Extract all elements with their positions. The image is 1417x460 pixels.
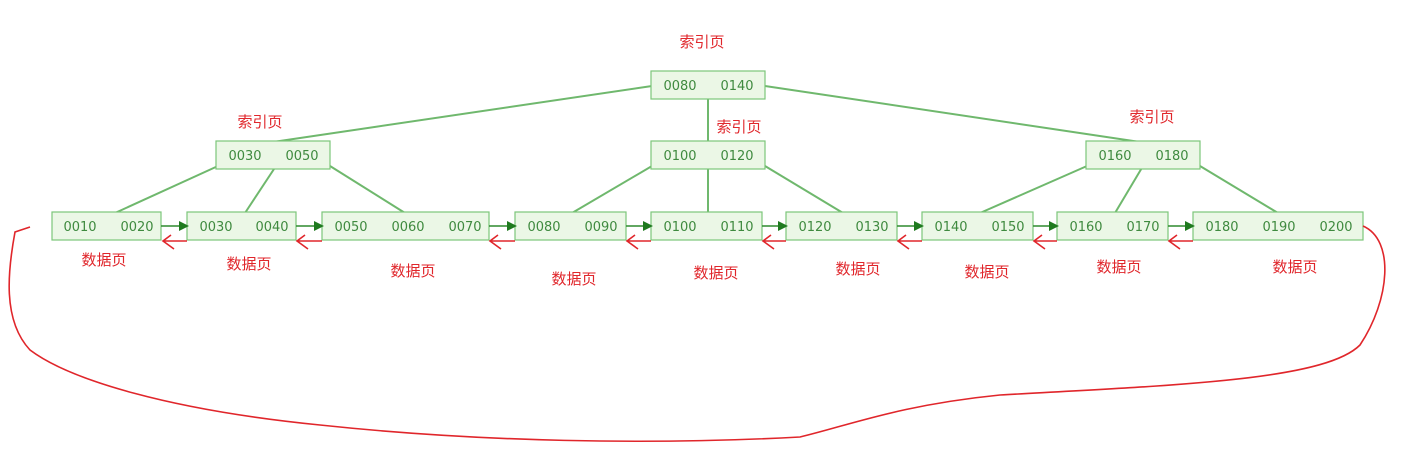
data-page-box — [1192, 211, 1364, 241]
labels: 索引页 索引页 索引页 索引页 数据页 数据页 数据页 数据页 数据页 数据页 … — [81, 33, 1317, 288]
prev-pointer-arrow — [295, 234, 322, 250]
node-key: 0160 — [1098, 149, 1131, 164]
edge-index-right-to-data-7 — [979, 165, 1088, 214]
index-node-box — [650, 140, 766, 170]
data-page-label: 数据页 — [226, 255, 271, 273]
data-key: 0160 — [1069, 220, 1102, 235]
node-key: 0100 — [663, 149, 696, 164]
data-page-label: 数据页 — [964, 263, 1009, 281]
data-page-9: 0180 0190 0200 — [1192, 211, 1364, 241]
data-page-1: 0010 0020 — [51, 211, 162, 241]
node-key: 0120 — [720, 149, 753, 164]
edge-index-left-to-data-2 — [244, 165, 277, 214]
index-node-box — [215, 140, 331, 170]
prev-pointer-arrow — [488, 234, 515, 250]
prev-pointer-arrow — [761, 234, 786, 250]
data-page-3: 0050 0060 0070 — [321, 211, 490, 241]
data-page-box — [785, 211, 898, 241]
edge-index-left-to-data-3 — [329, 165, 406, 214]
data-key: 0030 — [199, 220, 232, 235]
node-key: 0180 — [1155, 149, 1188, 164]
data-key: 0070 — [448, 220, 481, 235]
tree-edges — [114, 85, 1279, 214]
data-key: 0140 — [934, 220, 967, 235]
index-node-box — [1085, 140, 1201, 170]
edge-index-right-to-data-9 — [1199, 165, 1279, 214]
root-node-box — [650, 70, 766, 100]
prev-pointer-arrow — [161, 234, 187, 250]
data-key: 0170 — [1126, 220, 1159, 235]
root-index-label: 索引页 — [679, 33, 724, 51]
edge-index-middle-to-data-6 — [764, 165, 844, 214]
edge-index-middle-to-data-4 — [571, 165, 653, 214]
data-page-label: 数据页 — [1272, 258, 1317, 276]
data-page-label: 数据页 — [693, 264, 738, 282]
data-page-label: 数据页 — [1096, 258, 1141, 276]
data-page-box — [921, 211, 1034, 241]
data-page-label: 数据页 — [390, 262, 435, 280]
prev-pointer-arrow — [1167, 234, 1193, 250]
index-left-label: 索引页 — [237, 113, 282, 131]
data-key: 0130 — [855, 220, 888, 235]
prev-pointer-arrow — [896, 234, 922, 250]
data-key: 0060 — [391, 220, 424, 235]
data-key: 0010 — [63, 220, 96, 235]
data-page-box — [186, 211, 297, 241]
edge-index-left-to-data-1 — [114, 165, 219, 214]
data-key: 0110 — [720, 220, 753, 235]
data-key: 0150 — [991, 220, 1024, 235]
data-page-5: 0100 0110 — [650, 211, 763, 241]
data-page-label: 数据页 — [835, 260, 880, 278]
data-key: 0180 — [1205, 220, 1238, 235]
data-key: 0100 — [663, 220, 696, 235]
node-key: 0030 — [228, 149, 261, 164]
data-page-label: 数据页 — [81, 251, 126, 269]
edge-root-to-index-right — [764, 85, 1141, 143]
index-node-left: 0030 0050 — [215, 140, 331, 170]
data-key: 0200 — [1319, 220, 1352, 235]
data-page-box — [51, 211, 162, 241]
index-middle-label: 索引页 — [716, 118, 761, 136]
data-page-8: 0160 0170 — [1056, 211, 1169, 241]
index-node-right: 0160 0180 — [1085, 140, 1201, 170]
index-right-label: 索引页 — [1129, 108, 1174, 126]
root-index-node: 0080 0140 — [650, 70, 766, 100]
data-key: 0050 — [334, 220, 367, 235]
data-page-7: 0140 0150 — [921, 211, 1034, 241]
data-key: 0090 — [584, 220, 617, 235]
data-key: 0120 — [798, 220, 831, 235]
data-page-6: 0120 0130 — [785, 211, 898, 241]
data-key: 0190 — [1262, 220, 1295, 235]
data-page-label: 数据页 — [551, 270, 596, 288]
prev-pointers — [161, 234, 1193, 250]
prev-pointer-arrow — [625, 234, 651, 250]
data-page-box — [650, 211, 763, 241]
prev-pointer-arrow — [1032, 234, 1057, 250]
data-page-4: 0080 0090 — [514, 211, 627, 241]
circular-link-curve — [8, 225, 1386, 443]
edge-index-right-to-data-8 — [1114, 165, 1144, 214]
node-key: 0050 — [285, 149, 318, 164]
node-key: 0140 — [720, 79, 753, 94]
data-key: 0020 — [120, 220, 153, 235]
data-key: 0040 — [255, 220, 288, 235]
node-key: 0080 — [663, 79, 696, 94]
index-node-middle: 0100 0120 — [650, 140, 766, 170]
edge-root-to-index-left — [272, 85, 653, 143]
data-key: 0080 — [527, 220, 560, 235]
data-page-2: 0030 0040 — [186, 211, 297, 241]
